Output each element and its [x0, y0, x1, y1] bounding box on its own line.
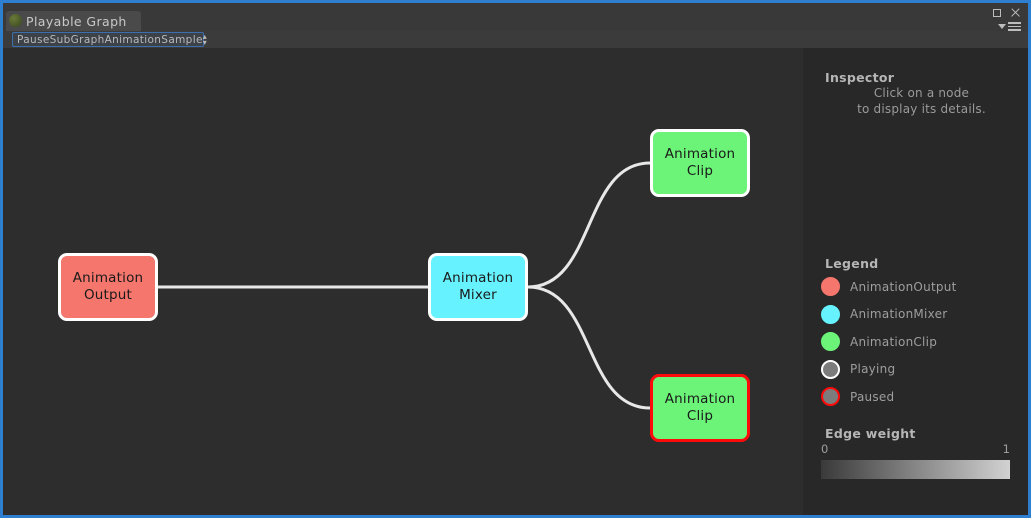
graph-node-label-line2: Output [83, 287, 133, 303]
maximize-icon[interactable] [993, 9, 1001, 17]
legend-swatch-icon [821, 387, 840, 406]
legend-item-animationclip: AnimationClip [821, 332, 957, 351]
window-chrome: Playable Graph PauseSubGraphAnimationSam… [3, 3, 1028, 49]
window-controls [993, 8, 1020, 18]
legend-item-playing: Playing [821, 359, 957, 379]
edge-weight-gradient [821, 460, 1010, 479]
graph-node-label-line1: Animation [664, 146, 736, 162]
updown-arrows-icon: ▴▾ [202, 31, 207, 47]
legend-item-paused: Paused [821, 387, 957, 406]
graph-node-label-line2: Clip [686, 408, 714, 424]
legend-item-label: AnimationMixer [850, 307, 948, 321]
legend-item-label: Playing [850, 362, 896, 376]
playable-graph-icon [9, 14, 22, 27]
graph-edges [156, 161, 652, 410]
graph-node-label-line2: Mixer [459, 287, 497, 303]
inspector-title: Inspector [825, 70, 895, 85]
inspector-message-line2: to display its details. [857, 102, 986, 116]
legend-item-animationmixer: AnimationMixer [821, 304, 957, 324]
inspector-message: Click on a node to display its details. [825, 85, 1018, 117]
close-icon[interactable] [1010, 8, 1020, 18]
edge-weight-scale: 0 1 [821, 442, 1010, 456]
toolbar: PauseSubGraphAnimationSample ▴▾ [3, 31, 1028, 49]
graph-node-label-line1: Animation [72, 270, 144, 286]
legend-swatch-icon [821, 304, 840, 324]
edge-weight-min: 0 [821, 442, 829, 456]
menu-icon[interactable] [998, 22, 1021, 31]
edge-weight-title: Edge weight [825, 426, 916, 441]
sidebar-panel: Inspector Click on a node to display its… [803, 48, 1028, 515]
tab-label: Playable Graph [26, 13, 127, 29]
chevron-down-icon [998, 23, 1006, 29]
graph-selector-value: PauseSubGraphAnimationSample [17, 33, 203, 46]
tab-playable-graph[interactable]: Playable Graph [6, 11, 141, 31]
edge-weight-max: 1 [1002, 442, 1010, 456]
legend-item-label: Paused [850, 389, 895, 404]
legend-item-animationoutput: AnimationOutput [821, 277, 957, 296]
graph-node-label-line2: Clip [686, 163, 714, 179]
graph-node-label-line1: Animation [442, 270, 514, 286]
graph-edge-animation-mixer-to-animation-clip-top [526, 161, 652, 289]
graph-edge-animation-mixer-to-animation-clip-bottom [526, 285, 652, 410]
graph-selector-dropdown[interactable]: PauseSubGraphAnimationSample ▴▾ [12, 31, 207, 47]
inspector-message-line1: Click on a node [873, 86, 970, 100]
legend-swatch-icon [821, 359, 840, 379]
legend-swatch-icon [821, 277, 840, 296]
hamburger-icon [1008, 22, 1021, 31]
graph-node-label-line1: Animation [664, 391, 736, 407]
legend-item-label: AnimationClip [850, 334, 938, 349]
legend-swatch-icon [821, 332, 840, 351]
legend-item-label: AnimationOutput [850, 279, 957, 294]
legend-title: Legend [825, 256, 879, 271]
